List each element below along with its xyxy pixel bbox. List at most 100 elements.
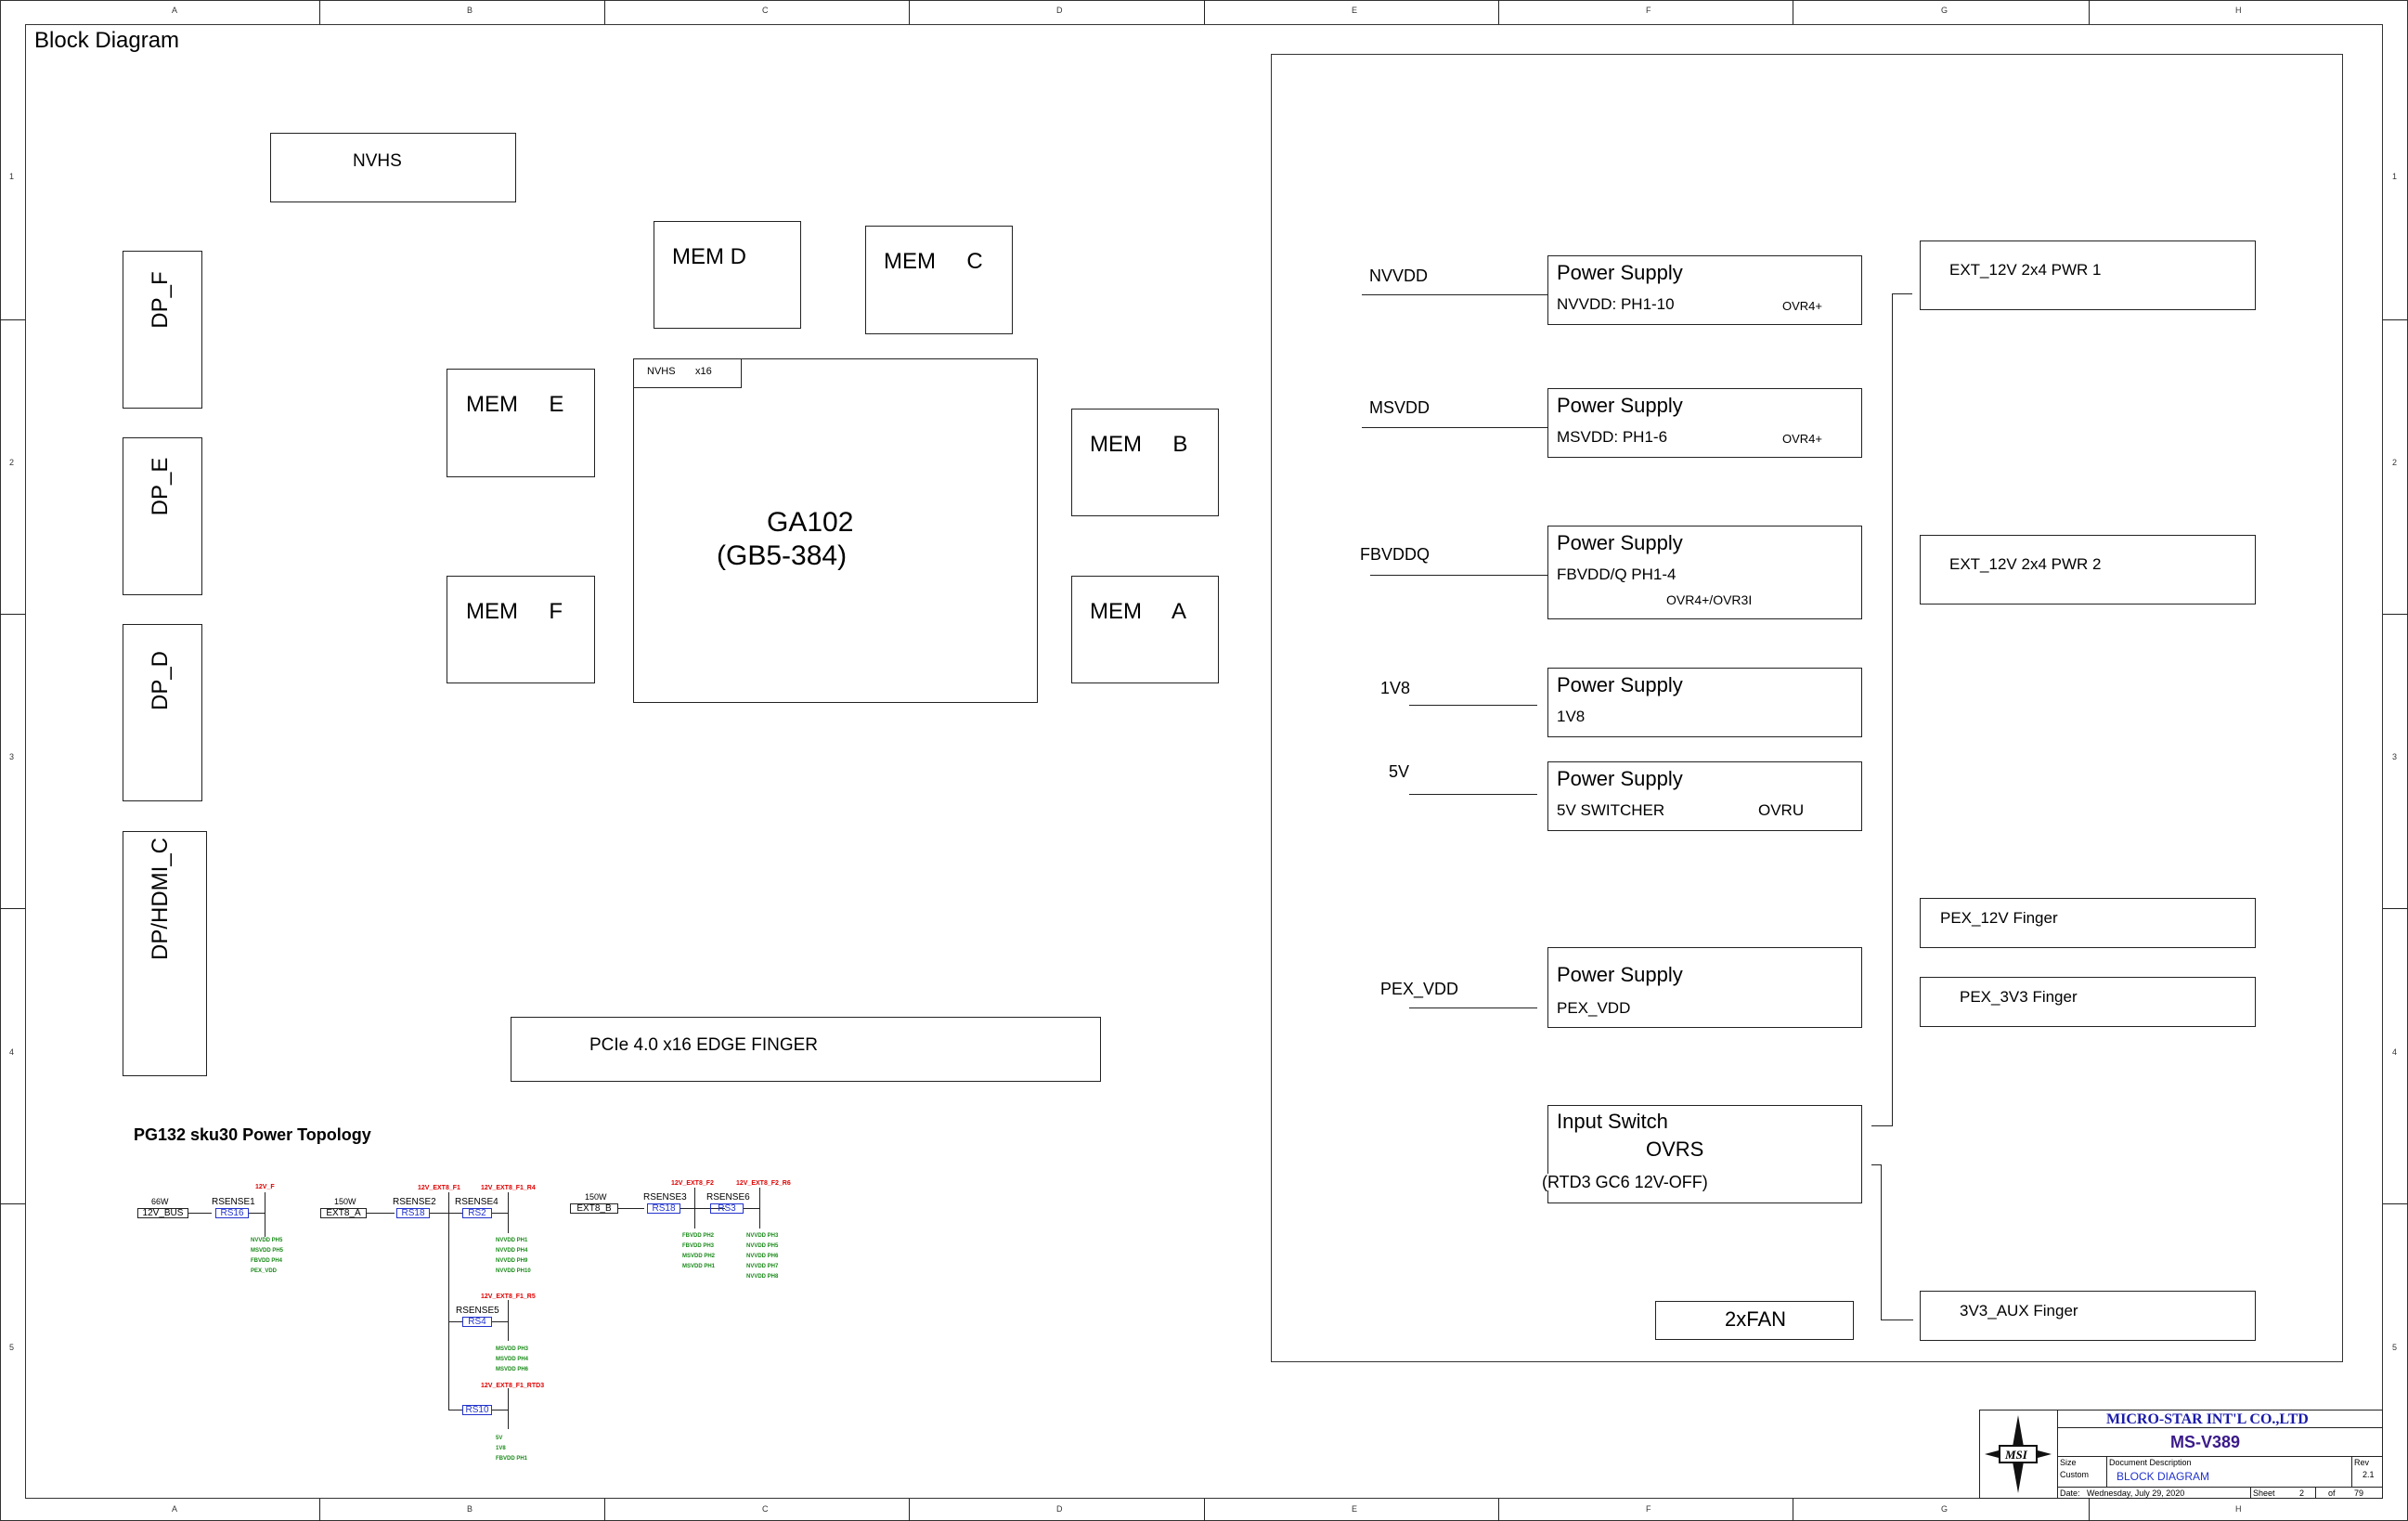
load-label: MSVDD PH3 — [496, 1346, 529, 1352]
pex-12v-finger-label: PEX_12V Finger — [1940, 909, 2058, 927]
rsense-resistor: RS18 — [396, 1208, 430, 1218]
date-label: Date: — [2060, 1488, 2080, 1498]
company-name: MICRO-STAR INT'L CO.,LTD — [2106, 1411, 2309, 1427]
mem-f-label: MEM F — [466, 599, 563, 624]
rsense-resistor: RS10 — [462, 1405, 492, 1415]
power-supply-block: Power Supply MSVDD: PH1-6 OVR4+ — [1547, 388, 1862, 458]
size-label: Size — [2060, 1458, 2077, 1467]
gpu-subname: (GB5-384) — [717, 540, 848, 571]
power-supply-block: Power Supply 5V SWITCHER OVRU — [1547, 761, 1862, 831]
rev-label: Rev — [2354, 1458, 2370, 1467]
bus-box: 12V_BUS — [137, 1208, 188, 1218]
mem-b-block: MEM B — [1071, 409, 1219, 516]
watt-label: 66W — [151, 1197, 169, 1206]
nvhs-block: NVHS — [270, 133, 516, 202]
col-label: C — [762, 1504, 769, 1514]
load-label: MSVDD PH1 — [682, 1264, 716, 1269]
row-label: 1 — [2392, 172, 2398, 181]
gpu-name: GA102 — [767, 507, 854, 538]
3v3-aux-finger-block: 3V3_AUX Finger — [1920, 1291, 2256, 1341]
supply-title: Power Supply — [1557, 394, 1683, 417]
supply-phases: FBVDD/Q PH1-4 — [1557, 566, 1677, 583]
supply-phases: MSVDD: PH1-6 — [1557, 428, 1668, 446]
col-label: E — [1352, 6, 1358, 15]
topology-title: PG132 sku30 Power Topology — [134, 1125, 371, 1144]
load-label: 1V8 — [496, 1446, 506, 1451]
date-value: Wednesday, July 29, 2020 — [2087, 1488, 2185, 1498]
ext12v-pwr1-block: EXT_12V 2x4 PWR 1 — [1920, 240, 2256, 310]
supply-controller: OVRU — [1758, 801, 1805, 819]
load-label: NVVDD PH10 — [496, 1268, 531, 1274]
row-label: 3 — [9, 752, 15, 761]
mem-c-block: MEM C — [865, 226, 1013, 334]
col-label: A — [172, 1504, 178, 1514]
col-label: H — [2235, 6, 2242, 15]
col-label: D — [1056, 1504, 1063, 1514]
load-label: MSVDD PH5 — [251, 1248, 284, 1254]
col-label: F — [1646, 6, 1651, 15]
supply-title: Power Supply — [1557, 963, 1683, 986]
row-label: 5 — [9, 1343, 15, 1352]
fan-label: 2xFAN — [1725, 1307, 1787, 1331]
dp-e-label: DP_E — [148, 457, 173, 516]
pex-3v3-finger-label: PEX_3V3 Finger — [1960, 988, 2078, 1006]
supply-phases: 1V8 — [1557, 708, 1586, 725]
load-label: NVVDD PH4 — [496, 1248, 528, 1254]
col-label: G — [1941, 1504, 1948, 1514]
input-switch-title: Input Switch — [1557, 1110, 1668, 1133]
load-label: FBVDD PH4 — [251, 1258, 283, 1264]
rail-label: 12V_EXT8_F1_R4 — [481, 1185, 536, 1191]
net-label: FBVDDQ — [1360, 545, 1431, 564]
input-switch-note: (RTD3 GC6 12V-OFF) — [1542, 1173, 1708, 1191]
load-label: FBVDD PH2 — [682, 1233, 715, 1239]
dp-hdmi-c-block: DP/HDMI_C — [123, 831, 207, 1076]
load-label: MSVDD PH2 — [682, 1254, 716, 1259]
load-label: PEX_VDD — [251, 1268, 278, 1274]
net-label: 1V8 — [1380, 679, 1411, 697]
load-label: NVVDD PH8 — [746, 1274, 779, 1280]
rail-label: 12V_F — [255, 1184, 275, 1190]
gpu-block: NVHS x16 GA102 (GB5-384) — [633, 358, 1038, 703]
supply-controller: OVR4+ — [1782, 299, 1822, 313]
power-supply-block: Power Supply NVVDD: PH1-10 OVR4+ — [1547, 255, 1862, 325]
rail-label: 12V_EXT8_F2_R6 — [736, 1180, 791, 1187]
load-label: 5V — [496, 1436, 503, 1441]
load-label: NVVDD PH5 — [746, 1243, 779, 1249]
pcie-label: PCIe 4.0 x16 EDGE FINGER — [589, 1035, 819, 1055]
watt-label: 150W — [334, 1197, 356, 1206]
mem-d-label: MEM D — [672, 244, 746, 269]
msi-logo-text: MSI — [2005, 1448, 2027, 1462]
watt-label: 150W — [585, 1192, 607, 1202]
col-label: A — [172, 6, 178, 15]
dp-f-label: DP_F — [148, 271, 173, 329]
supply-controller: OVR4+ — [1782, 432, 1822, 446]
rsense-label: RSENSE1 — [212, 1197, 255, 1207]
sheet-value: 2 — [2299, 1488, 2305, 1498]
col-label: H — [2235, 1504, 2242, 1514]
ext12v-pwr2-block: EXT_12V 2x4 PWR 2 — [1920, 535, 2256, 604]
net-label: PEX_VDD — [1380, 980, 1459, 998]
msi-logo: MSI — [1983, 1413, 2053, 1495]
rsense-resistor: RS18 — [647, 1203, 680, 1214]
load-label: FBVDD PH3 — [682, 1243, 715, 1249]
rail-label: 12V_EXT8_F2 — [671, 1180, 714, 1187]
pcie-edge-finger: PCIe 4.0 x16 EDGE FINGER — [511, 1017, 1101, 1082]
supply-title: Power Supply — [1557, 673, 1683, 696]
nvhs-label: NVHS — [353, 151, 402, 171]
mem-c-label: MEM C — [884, 249, 983, 274]
load-label: NVVDD PH3 — [746, 1233, 779, 1239]
col-label: F — [1646, 1504, 1651, 1514]
mem-f-block: MEM F — [447, 576, 595, 683]
dp-hdmi-c-label: DP/HDMI_C — [148, 838, 173, 961]
pex-3v3-finger-block: PEX_3V3 Finger — [1920, 977, 2256, 1027]
mem-a-label: MEM A — [1090, 599, 1187, 624]
row-label: 5 — [2392, 1343, 2398, 1352]
rsense-resistor: RS3 — [710, 1203, 744, 1214]
supply-phases: PEX_VDD — [1557, 999, 1631, 1017]
gpu-tab-label: NVHS x16 — [647, 366, 712, 377]
power-supply-block: Power Supply PEX_VDD — [1547, 947, 1862, 1028]
model-number: MS-V389 — [2170, 1433, 2241, 1451]
row-label: 4 — [2392, 1047, 2398, 1057]
supply-title: Power Supply — [1557, 261, 1683, 284]
rail-label: 12V_EXT8_F1_R5 — [481, 1294, 536, 1300]
